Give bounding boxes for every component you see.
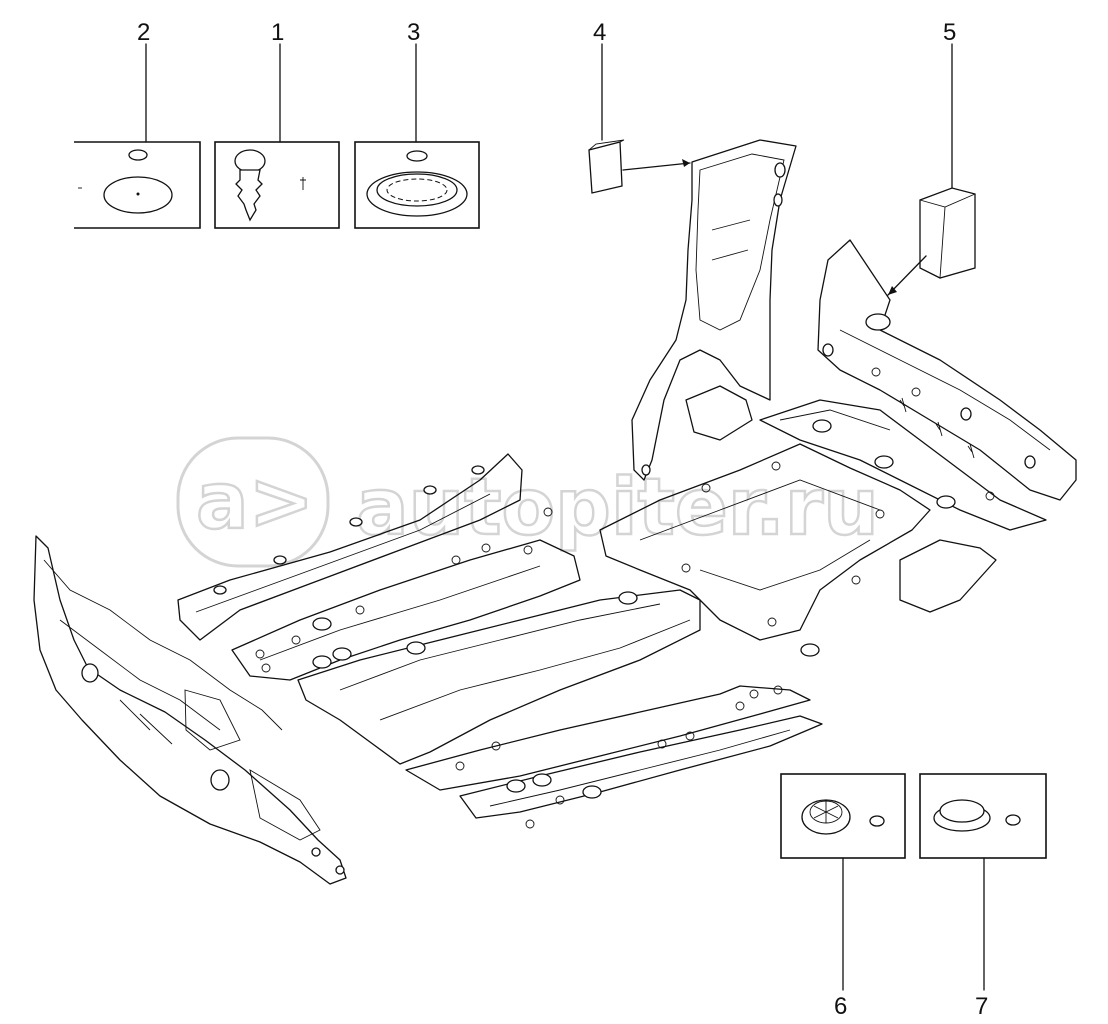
pad-part-5 xyxy=(887,187,976,296)
callout-5: 5 xyxy=(943,19,956,46)
watermark-logo: a> xyxy=(196,457,314,547)
callouts: 2 1 3 4 5 6 7 xyxy=(137,19,988,1020)
callout-2: 2 xyxy=(137,19,150,46)
callout-1: 1 xyxy=(271,19,284,46)
detail-box-1 xyxy=(214,141,340,229)
callout-4: 4 xyxy=(593,19,606,46)
detail-box-2 xyxy=(74,141,201,229)
front-bulkhead-panel xyxy=(33,535,347,885)
rear-quarter-panel xyxy=(631,139,797,481)
front-floor-crossmember xyxy=(177,453,523,641)
front-floor-panel xyxy=(231,507,823,829)
rear-panel xyxy=(817,239,1077,501)
detail-box-6 xyxy=(780,773,906,859)
pad-part-4 xyxy=(588,139,691,194)
watermark: a> autopiter.ru xyxy=(176,436,880,568)
callout-3: 3 xyxy=(407,19,420,46)
detail-box-3 xyxy=(354,141,480,229)
leader-lines xyxy=(145,43,985,991)
detail-box-7 xyxy=(919,773,1047,859)
watermark-text: autopiter.ru xyxy=(356,463,879,553)
callout-6: 6 xyxy=(834,993,847,1020)
callout-7: 7 xyxy=(975,993,988,1020)
